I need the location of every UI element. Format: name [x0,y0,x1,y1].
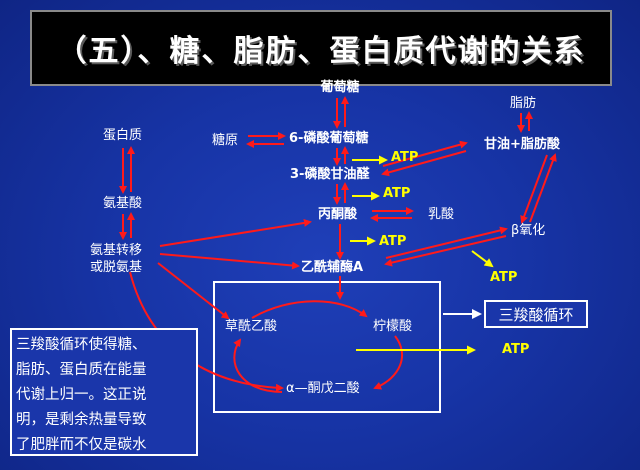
note-box: 三羧酸循环使得糖、 脂肪、蛋白质在能量 代谢上归一。这正说 明，是剩余热量导致 … [10,328,198,456]
node-fat: 脂肪 [510,96,537,111]
arrow-trans-to-oxaloacetate [157,262,230,320]
arrow-g3p-to-glycerol [382,140,468,167]
tca-cycle-frame [213,281,441,413]
tca-label-box: 三羧酸循环 [484,300,588,328]
node-g6p: 6-磷酸葡萄糖 [289,131,369,146]
node-alpha-ketoglutarate: α—酮戊二酸 [286,381,360,396]
note-line-4: 明，是剩余热量导致 [16,412,147,428]
node-glucose: 葡萄糖 [320,80,360,95]
atp-label-cycle: ATP [502,342,530,357]
title-banner: （五）、糖、脂肪、蛋白质代谢的关系 [30,10,612,86]
arrow-beta-to-fa [529,153,557,223]
node-lactate: 乳酸 [428,207,455,222]
node-amino-acid: 氨基酸 [103,196,143,211]
node-glycerol-fatty-acid: 甘油+脂肪酸 [484,137,560,152]
tca-label: 三羧酸循环 [498,305,574,324]
note-line-5: 了肥胖而不仅是碳水 [16,437,147,453]
arrow-beta-to-acetyl [384,235,507,267]
atp-label-2: ATP [383,186,411,201]
note-line-2: 脂肪、蛋白质在能量 [16,362,147,378]
atp-label-4: ATP [490,270,518,285]
arrow-trans-to-pyruvate [159,218,312,247]
node-g3p: 3-磷酸甘油醛 [290,167,370,182]
node-pyruvate: 丙酮酸 [318,207,358,222]
atp-label-3: ATP [379,234,407,249]
arrow-cycle-top [251,300,368,319]
atp-label-1: ATP [391,150,419,165]
node-oxaloacetate: 草酰乙酸 [225,319,278,334]
arrow-fa-to-beta [520,154,548,224]
node-glycogen: 糖原 [212,133,239,148]
page-title: （五）、糖、脂肪、蛋白质代谢的关系 [56,34,586,69]
arrow-cycle-right [373,335,404,390]
arrow-acetyl-to-beta [385,226,508,259]
node-transamination-1: 氨基转移 [90,243,143,258]
arrow-trans-to-acetyl [159,253,300,270]
arrow-glycerol-to-g3p [381,150,467,177]
node-beta-oxidation: β氧化 [511,223,546,238]
note-line-3: 代谢上归一。这正说 [16,387,147,403]
node-transamination-2: 或脱氨基 [90,260,143,275]
node-citrate: 柠檬酸 [373,319,413,334]
atp-arrow-4 [471,250,494,268]
note-line-1: 三羧酸循环使得糖、 [16,337,147,353]
arrow-cycle-left [233,338,283,393]
node-acetyl-coa: 乙酰辅酶A [301,260,364,275]
node-protein: 蛋白质 [103,128,143,143]
